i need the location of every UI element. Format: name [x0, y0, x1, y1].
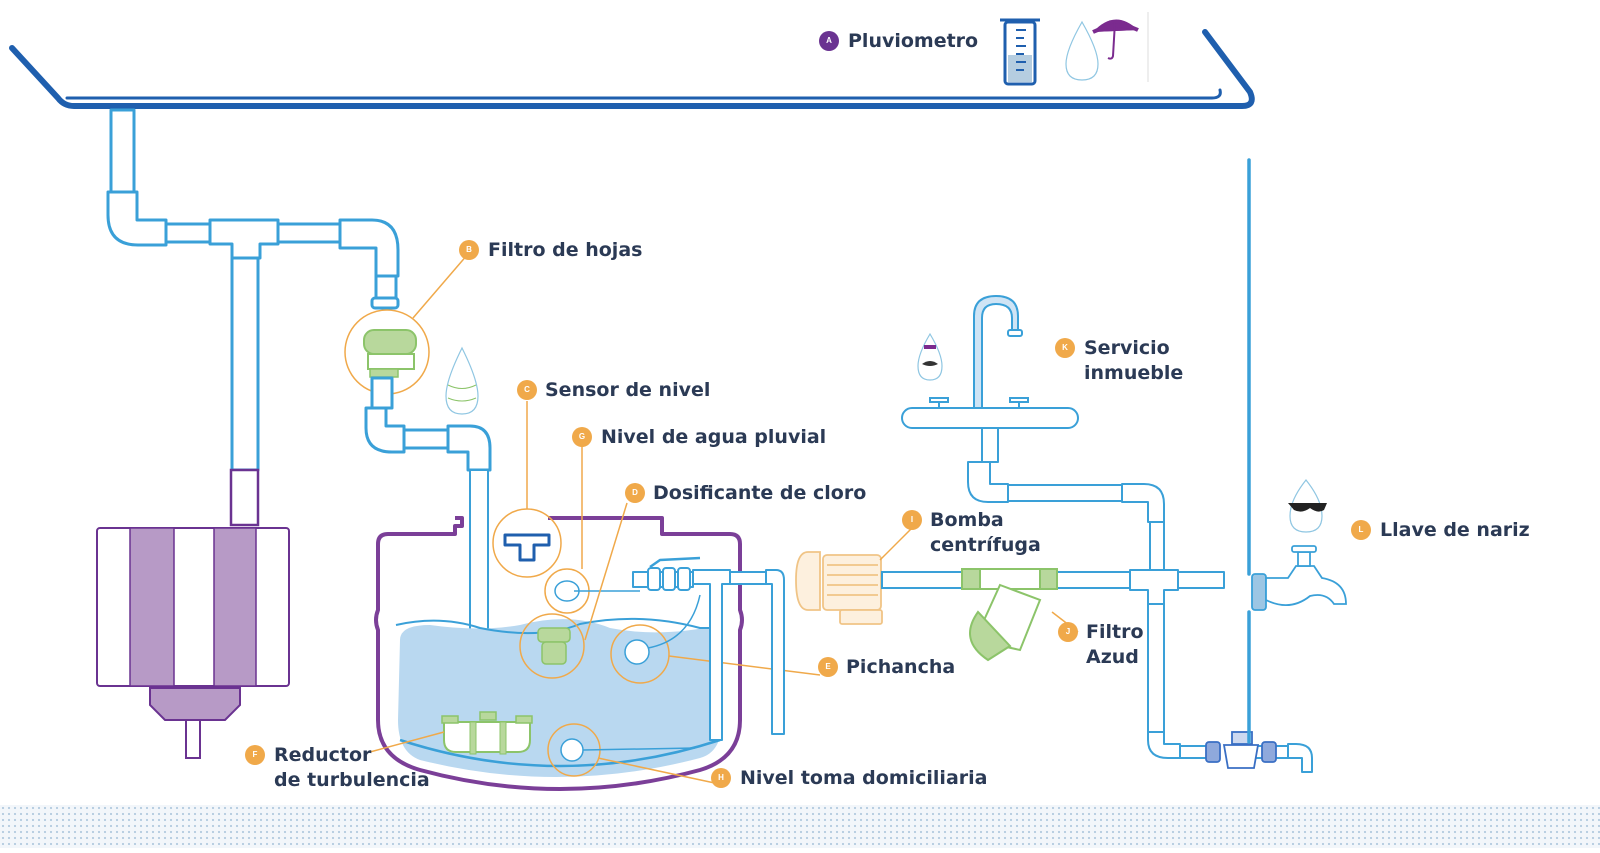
label-azud: Azud [1086, 646, 1139, 668]
tank-outlet-pipes [632, 556, 785, 741]
badge-c: C [517, 380, 537, 400]
first-flush-tank-icon [96, 468, 290, 759]
downspout-pipes [106, 108, 400, 472]
drop-character-mustache [917, 332, 943, 381]
drop-character-leaves [445, 346, 479, 415]
label-filtro-de-hojas: Filtro de hojas [488, 239, 643, 261]
badge-j: J [1058, 622, 1078, 642]
badge-l: L [1351, 520, 1371, 540]
label-centrifuga: centrífuga [930, 534, 1041, 556]
chlorine-dispenser-icon [519, 502, 628, 679]
badge-b: B [459, 240, 479, 260]
label-inmueble: inmueble [1084, 362, 1184, 384]
label-filtro: Filtro [1086, 621, 1144, 643]
badge-d: D [625, 483, 645, 503]
badge-g: G [572, 427, 592, 447]
disc-filter-icon [961, 568, 1079, 662]
foot-valve-icon [610, 594, 821, 684]
service-pipes [967, 427, 1313, 773]
label-dosificante-de-cloro: Dosificante de cloro [653, 482, 867, 504]
label-bomba: Bomba [930, 509, 1004, 531]
label-reductor: Reductor [274, 744, 372, 766]
centrifugal-pump-icon [795, 527, 913, 625]
water-meter-icon [1205, 731, 1277, 769]
label-llave-de-nariz: Llave de nariz [1380, 519, 1530, 541]
badge-i: I [902, 510, 922, 530]
float-switch-icon [544, 446, 640, 614]
turbulence-reducer-icon [369, 711, 533, 755]
water-drop-character-umbrella [1065, 12, 1149, 82]
label-de-turbulencia: de turbulencia [274, 769, 430, 791]
label-nivel-toma-domiciliaria: Nivel toma domiciliaria [740, 767, 988, 789]
dotted-ground-band [0, 805, 1600, 848]
outlet-float-icon [547, 723, 725, 786]
drop-character-sunglasses [1288, 479, 1327, 533]
label-pluviometro: Pluviometro [848, 30, 979, 52]
label-pichancha: Pichancha [846, 656, 956, 678]
level-sensor-icon [492, 401, 562, 578]
sink-faucet-icon [901, 294, 1079, 429]
label-nivel-de-agua-pluvial: Nivel de agua pluvial [601, 426, 827, 448]
badge-k: K [1055, 338, 1075, 358]
rain-gauge-icon [1000, 18, 1040, 86]
leaf-filter-icon [344, 253, 469, 395]
hose-bib-tap-icon [1251, 545, 1347, 611]
badge-h: H [711, 768, 731, 788]
label-servicio: Servicio [1084, 337, 1170, 359]
roof-gutter [9, 29, 1255, 109]
badge-e: E [818, 657, 838, 677]
badge-a: A [819, 31, 839, 51]
badge-f: F [245, 745, 265, 765]
label-sensor-de-nivel: Sensor de nivel [545, 379, 711, 401]
